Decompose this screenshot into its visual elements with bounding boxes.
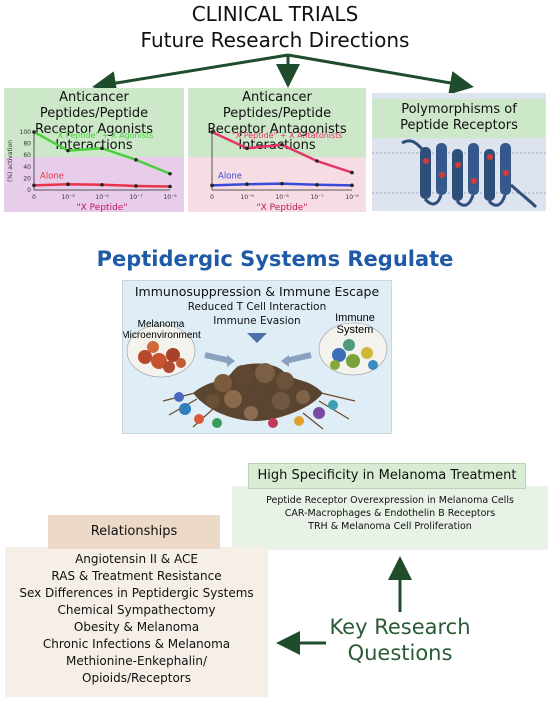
data-point xyxy=(210,130,214,134)
relationship-item-7: Methionine-Enkephalin/ xyxy=(66,654,207,668)
section-title: Peptidergic Systems Regulate xyxy=(96,247,454,271)
y-tick-label: 100 xyxy=(20,129,32,136)
tumor-illustration: Melanoma Microenvironment Immune System xyxy=(123,312,388,430)
data-point xyxy=(66,148,70,153)
relationship-item-8: Opioids/Receptors xyxy=(82,671,191,685)
legend-label: Alone xyxy=(218,171,242,181)
legend-label: Alone xyxy=(40,171,64,181)
legend-label: "X Peptide" + X Antatonists xyxy=(232,131,342,140)
x-tick-label: 10⁻⁶ xyxy=(345,194,359,201)
specificity-body: Peptide Receptor Overexpression in Melan… xyxy=(232,486,548,550)
x-tick-label: 0 xyxy=(210,194,214,201)
data-point xyxy=(66,182,70,186)
relationship-item-4: Chemical Sympathectomy xyxy=(57,603,216,617)
data-point xyxy=(32,183,36,188)
data-point xyxy=(168,171,172,176)
melanoma-label-1: Melanoma xyxy=(138,319,185,330)
data-point xyxy=(245,146,249,151)
relationship-item-2: RAS & Treatment Resistance xyxy=(51,569,222,583)
data-point xyxy=(100,182,104,187)
specificity-item-1: Peptide Receptor Overexpression in Melan… xyxy=(266,495,514,506)
antagonists-chart: 0 10⁻⁹ 10⁻⁸ 10⁻⁷ 10⁻⁶ "X Peptide" "X Peptide" … xyxy=(210,130,359,212)
specificity-title: High Specificity in Melanoma Treatment xyxy=(248,463,526,489)
top-arrows xyxy=(92,53,474,95)
melanoma-label-2: Microenvironment xyxy=(123,330,201,341)
immune-system-label-1: Immune xyxy=(335,312,375,324)
immune-line2: Reduced T Cell Interaction xyxy=(187,301,327,313)
antagonists-title-line1: Anticancer Peptides/Peptide xyxy=(222,90,332,121)
polymorphisms-title-line1: Polymorphisms of xyxy=(401,102,517,117)
polymorphisms-title-line2: Peptide Receptors xyxy=(400,118,518,133)
y-tick-label: 20 xyxy=(23,175,31,182)
key-research-line1: Key Research xyxy=(329,615,471,639)
data-point xyxy=(280,142,284,147)
relationship-item-1: Angiotensin II & ACE xyxy=(75,552,198,566)
arrow-right xyxy=(287,53,474,95)
x-tick-label: 10⁻⁶ xyxy=(163,194,177,201)
data-point xyxy=(134,184,138,188)
data-point xyxy=(280,181,284,186)
relationships-title: Relationships xyxy=(48,515,220,549)
bottom-arrows xyxy=(276,556,412,655)
specificity-item-2: CAR-Macrophages & Endothelin B Receptors xyxy=(284,508,496,519)
polymorphisms-panel-title: Polymorphisms of Peptide Receptors xyxy=(372,99,546,138)
x-tick-label: 10⁻⁷ xyxy=(310,194,324,201)
x-tick-label: 0 xyxy=(32,194,36,201)
relationship-item-6: Chronic Infections & Melanoma xyxy=(42,637,231,651)
relationships-body: Angiotensin II & ACE RAS & Treatment Res… xyxy=(5,547,268,697)
data-point xyxy=(134,158,138,162)
relationship-item-3: Sex Differences in Peptidergic Systems xyxy=(19,586,254,600)
antagonists-panel: Anticancer Peptides/Peptide Receptor Ant… xyxy=(188,88,366,212)
x-tick-label: 10⁻⁸ xyxy=(95,194,109,201)
immune-panel: Immunosuppression & Immune Escape Reduce… xyxy=(122,280,392,434)
x-tick-label: 10⁻⁸ xyxy=(275,194,289,201)
x-axis-label: "X Peptide" xyxy=(257,203,308,212)
polymorphisms-panel: Polymorphisms of Peptide Receptors xyxy=(372,93,546,211)
specificity-item-3: TRH & Melanoma Cell Proliferation xyxy=(308,521,472,532)
immune-system-label-2: System xyxy=(337,324,374,336)
relationship-item-5: Obesity & Melanoma xyxy=(73,620,200,634)
y-axis-label: (%) activation xyxy=(7,140,14,182)
immune-line1: Immunosuppression & Immune Escape xyxy=(134,284,380,299)
receptor-icon xyxy=(372,139,546,209)
x-tick-label: 10⁻⁹ xyxy=(61,194,75,201)
data-point xyxy=(100,146,104,151)
data-point xyxy=(350,183,354,188)
y-tick-label: 80 xyxy=(23,141,31,148)
immune-line3: Immune Evasion xyxy=(213,315,301,327)
arrow-left xyxy=(92,53,289,95)
x-tick-label: 10⁻⁹ xyxy=(240,194,254,201)
y-tick-label: 0 xyxy=(27,187,31,194)
data-point xyxy=(315,159,319,163)
x-axis-label: "X Peptide" xyxy=(77,203,128,212)
x-tick-label: 10⁻⁷ xyxy=(129,194,143,201)
agonists-panel-title: Anticancer Peptides/Peptide Receptor Ago… xyxy=(4,88,184,157)
data-point xyxy=(245,182,249,186)
data-point xyxy=(168,184,172,189)
main-subtitle: Future Research Directions xyxy=(140,28,410,52)
y-tick-label: 40 xyxy=(23,164,31,171)
data-point xyxy=(315,182,319,187)
agonists-title-line1: Anticancer Peptides/Peptide xyxy=(39,90,149,121)
agonists-chart: 0 10⁻⁹ 10⁻⁸ 10⁻⁷ 10⁻⁶ 0 20 40 60 80 100 (%) activat… xyxy=(7,129,177,212)
data-point xyxy=(210,183,214,188)
agonists-panel: Anticancer Peptides/Peptide Receptor Ago… xyxy=(4,88,184,212)
data-point xyxy=(32,130,36,134)
y-tick-label: 60 xyxy=(23,152,31,159)
key-research-questions: Key Research Questions xyxy=(320,614,480,666)
data-point xyxy=(350,170,354,175)
legend-label: "X Peptide" + X Agonists xyxy=(54,131,153,140)
main-title: CLINICAL TRIALS xyxy=(191,2,359,26)
key-research-line2: Questions xyxy=(347,641,453,665)
